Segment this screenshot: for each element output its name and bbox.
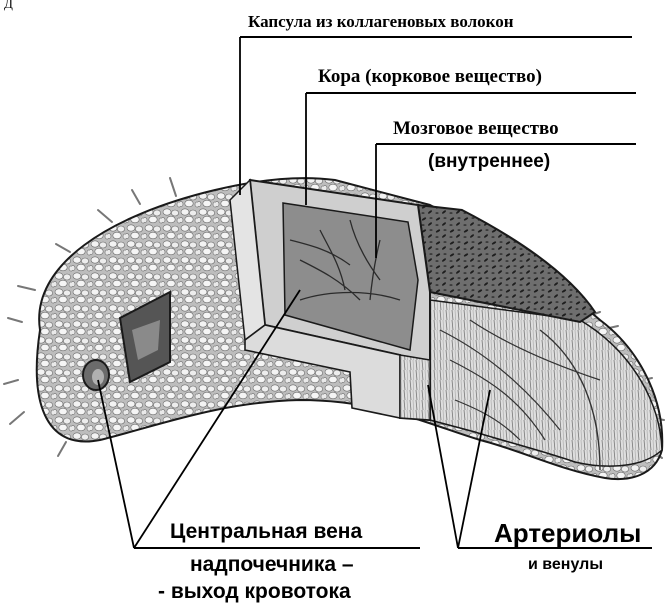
label-cortex: Кора (корковое вещество): [318, 66, 542, 88]
cortex-front-block: [400, 355, 430, 420]
label-arteriole-line1: Артериолы: [494, 518, 641, 549]
label-capsule: Капсула из коллагеновых волокон: [248, 12, 514, 32]
label-vein-line3: - выход кровотока: [158, 580, 351, 604]
label-vein-line2: надпочечника –: [190, 553, 354, 577]
cut-section-face: [430, 300, 662, 466]
label-vein-line1: Центральная вена: [170, 520, 362, 544]
corner-mark: Д: [4, 0, 13, 12]
label-medulla-line2: (внутреннее): [428, 151, 550, 173]
label-medulla-line1: Мозговое вещество: [393, 118, 559, 140]
label-arteriole-line2: и венулы: [528, 556, 603, 574]
